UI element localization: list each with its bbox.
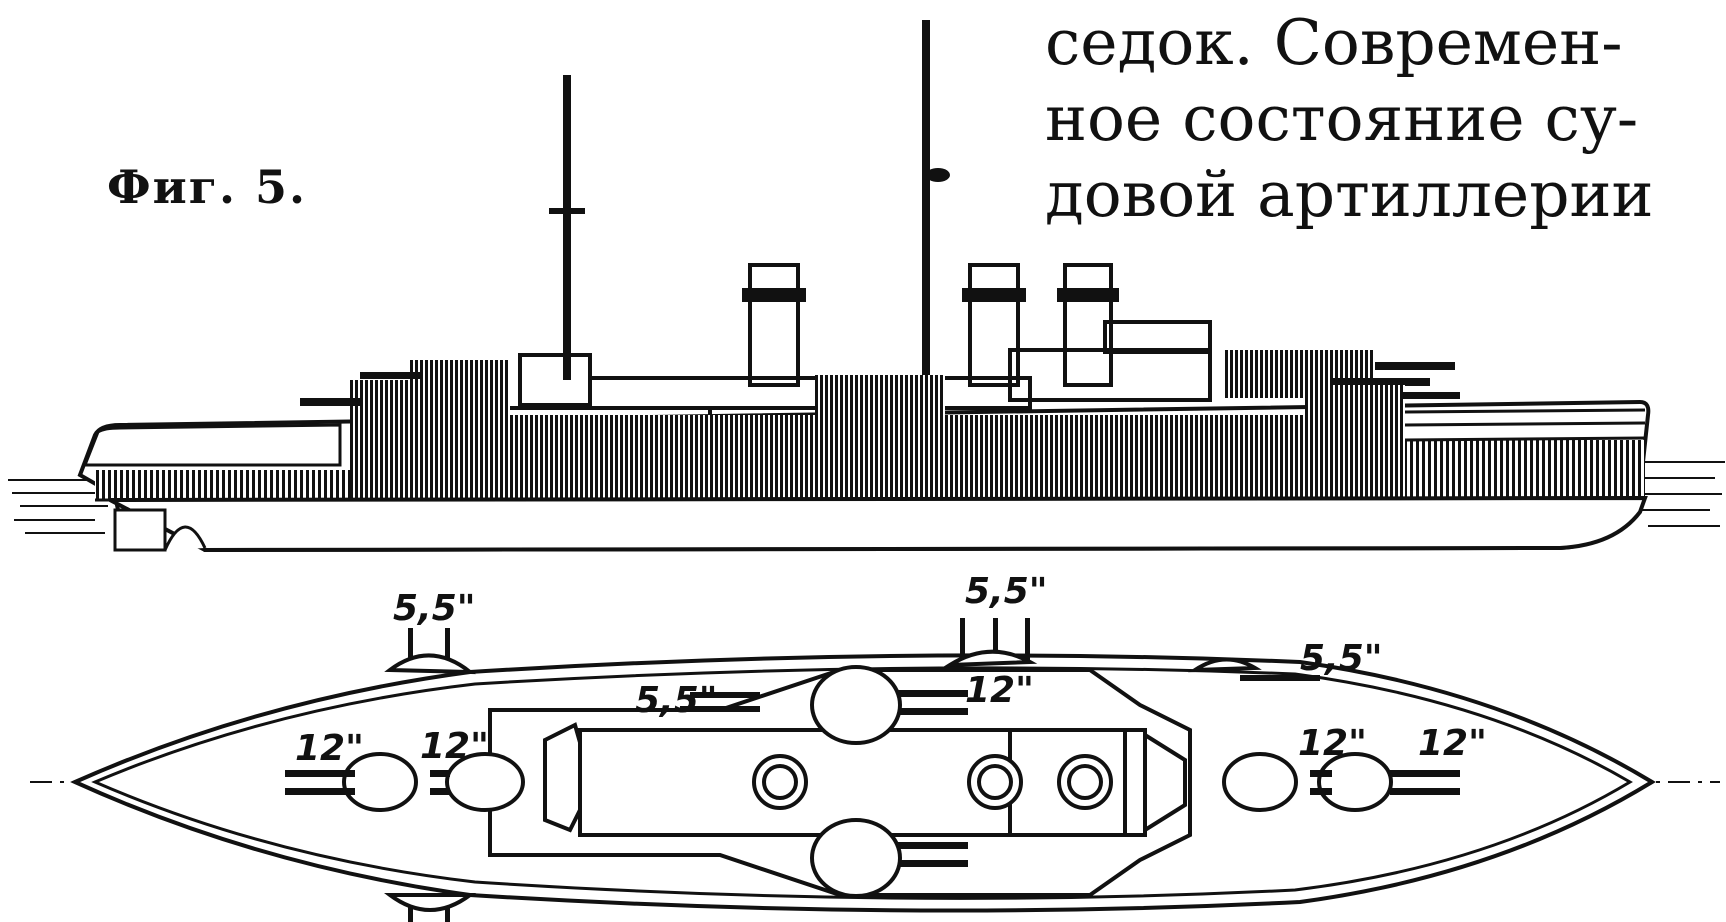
fore-mast xyxy=(563,75,571,380)
funnels xyxy=(742,263,1119,387)
label-12-stern-2: 12" xyxy=(1418,723,1487,764)
label-12-wing: 12" xyxy=(965,670,1034,711)
caliber-labels: 5,5" 5,5" 5,5" 5,5" 12" 12" 12" 12" 12" xyxy=(295,571,1487,769)
main-turrets xyxy=(342,665,1393,898)
body-text-line-3: довой артиллерии xyxy=(1045,158,1654,231)
label-12-bow-1: 12" xyxy=(295,728,364,769)
label-12-bow-2: 12" xyxy=(420,726,489,767)
plan-superstructure xyxy=(488,668,1192,897)
armor-belt xyxy=(350,415,1405,500)
plan-funnels xyxy=(752,754,1113,810)
side-turrets xyxy=(300,350,1460,420)
label-5-5-aft: 5,5" xyxy=(1300,638,1383,679)
main-mast xyxy=(922,20,930,380)
figure-label: Фиг. 5. xyxy=(107,160,307,214)
label-5-5-fore: 5,5" xyxy=(393,588,476,629)
body-text-line-2: ное состояние су- xyxy=(1045,82,1639,155)
body-text-line-1: седок. Современ- xyxy=(1045,6,1623,79)
label-5-5-mid: 5,5" xyxy=(965,571,1048,612)
ship-plan-view: 5,5" 5,5" 5,5" 5,5" 12" 12" 12" 12" 12" xyxy=(30,571,1720,922)
label-12-stern-1: 12" xyxy=(1298,723,1367,764)
gun-barrels xyxy=(285,618,1460,922)
label-5-5-inner: 5,5" xyxy=(635,680,718,721)
ship-side-view xyxy=(8,20,1725,553)
body-text: седок. Современ- ное состояние су- довой… xyxy=(1045,5,1725,233)
